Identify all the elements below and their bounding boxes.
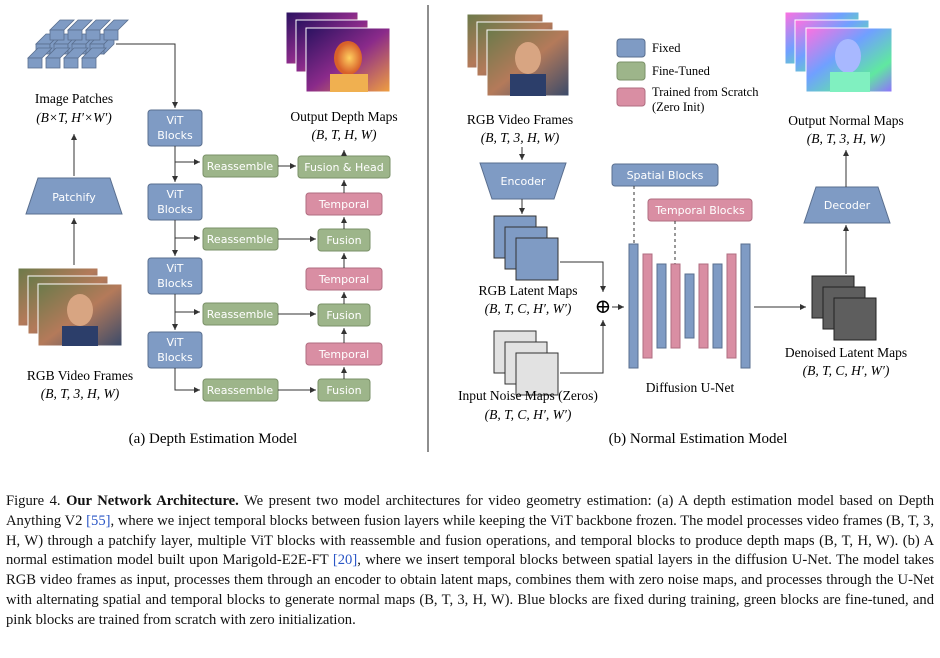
svg-text:Fusion: Fusion	[326, 384, 361, 397]
svg-text:Blocks: Blocks	[157, 129, 193, 142]
noise-label: Input Noise Maps (Zeros)	[458, 388, 598, 403]
svg-text:ViT: ViT	[166, 188, 183, 201]
vit-block-1: ViT Blocks	[147, 109, 203, 147]
temporal-block-3: Temporal	[305, 342, 383, 366]
patchify-block	[25, 177, 123, 215]
rgb-frames-shape: (B, T, 3, H, W)	[41, 386, 120, 401]
svg-text:Blocks: Blocks	[157, 351, 193, 364]
image-patches-shape: (B×T, H′×W′)	[36, 110, 112, 125]
reassemble-block-1: Reassemble	[202, 154, 279, 178]
svg-text:ViT: ViT	[166, 262, 183, 275]
rgb-latent-stack	[493, 215, 559, 281]
encoder-label: Encoder	[501, 175, 546, 188]
legend-scratch-swatch	[616, 87, 646, 107]
output-normal-label: Output Normal Maps	[788, 113, 904, 128]
rgb-latent-shape: (B, T, C, H′, W′)	[485, 301, 572, 316]
output-depth-thumbnail	[285, 11, 391, 93]
arrow-patches-to-vit	[116, 43, 178, 108]
normal-panel-caption: (b) Normal Estimation Model	[609, 431, 788, 447]
svg-text:ViT: ViT	[166, 336, 183, 349]
vit-block-3: ViT Blocks	[147, 257, 203, 295]
svg-text:Temporal: Temporal	[318, 348, 369, 361]
legend: Fixed Fine-Tuned Trained from Scratch (Z…	[616, 38, 759, 114]
image-patches-label: Image Patches	[35, 91, 113, 106]
svg-text:Temporal: Temporal	[318, 198, 369, 211]
fusion-head-block: Fusion & Head	[297, 155, 391, 179]
rgb-latent-label: RGB Latent Maps	[479, 283, 578, 298]
temporal-block-1: Temporal	[305, 192, 383, 216]
caption-text-2: , where we inject temporal blocks betwee…	[6, 512, 934, 569]
fusion-block-2: Fusion	[317, 303, 371, 327]
svg-text:Temporal Blocks: Temporal Blocks	[654, 204, 745, 217]
decoder-block	[803, 186, 891, 224]
legend-scratch-label-1: Trained from Scratch	[652, 85, 759, 99]
denoised-shape: (B, T, C, H′, W′)	[803, 363, 890, 378]
rgb-frames-thumbnail	[17, 267, 123, 347]
svg-text:Reassemble: Reassemble	[207, 160, 274, 173]
image-patches-icon	[27, 19, 129, 69]
svg-text:Fusion: Fusion	[326, 309, 361, 322]
noise-shape: (B, T, C, H′, W′)	[485, 407, 572, 422]
svg-text:Fusion: Fusion	[326, 234, 361, 247]
svg-text:Temporal: Temporal	[318, 273, 369, 286]
legend-fixed-label: Fixed	[652, 41, 681, 55]
fusion-block-3: Fusion	[317, 378, 371, 402]
svg-text:ViT: ViT	[166, 114, 183, 127]
citation-link-55[interactable]: [55]	[86, 512, 111, 529]
depth-panel-caption: (a) Depth Estimation Model	[129, 431, 298, 447]
output-depth-shape: (B, T, H, W)	[312, 127, 377, 142]
citation-link-20[interactable]: [20]	[332, 552, 358, 569]
figure-caption: Figure 4. Our Network Architecture. We p…	[6, 492, 934, 631]
reassemble-block-2: Reassemble	[202, 227, 279, 251]
rgb-frames-shape-b: (B, T, 3, H, W)	[481, 130, 560, 145]
rgb-frames-thumbnail-b	[466, 13, 570, 97]
reassemble-block-3: Reassemble	[202, 302, 279, 326]
unet-diagram	[628, 243, 751, 369]
legend-finetuned-swatch	[616, 61, 646, 81]
svg-text:Blocks: Blocks	[157, 277, 193, 290]
unet-label: Diffusion U-Net	[646, 380, 735, 395]
spatial-blocks-tag: Spatial Blocks	[611, 163, 719, 187]
svg-text:Reassemble: Reassemble	[207, 308, 274, 321]
svg-text:Reassemble: Reassemble	[207, 384, 274, 397]
rgb-frames-label-b: RGB Video Frames	[467, 112, 573, 127]
decoder-label: Decoder	[824, 199, 871, 212]
vit-block-4: ViT Blocks	[147, 331, 203, 369]
output-normal-shape: (B, T, 3, H, W)	[807, 131, 886, 146]
noise-stack	[493, 330, 559, 396]
patchify-label: Patchify	[52, 191, 96, 204]
legend-finetuned-label: Fine-Tuned	[652, 64, 711, 78]
caption-text-3: , where we insert temporal blocks betwee…	[6, 552, 934, 628]
caption-title: Our Network Architecture.	[66, 493, 239, 509]
legend-scratch-label-2: (Zero Init)	[652, 100, 704, 114]
fusion-block-1: Fusion	[317, 228, 371, 252]
svg-text:Reassemble: Reassemble	[207, 233, 274, 246]
figure-number: Figure 4.	[6, 493, 61, 509]
legend-fixed-swatch	[616, 38, 646, 58]
svg-text:Blocks: Blocks	[157, 203, 193, 216]
temporal-block-2: Temporal	[305, 267, 383, 291]
reassemble-block-4: Reassemble	[202, 378, 279, 402]
architecture-figure: Image Patches (B×T, H′×W′) Patchify RGB …	[17, 5, 907, 452]
plus-icon: ⊕	[595, 296, 612, 318]
svg-text:Spatial Blocks: Spatial Blocks	[627, 169, 704, 182]
svg-text:Fusion & Head: Fusion & Head	[304, 161, 384, 174]
rgb-frames-label: RGB Video Frames	[27, 368, 133, 383]
caption-text-1: We present two model architectures for v…	[6, 493, 935, 529]
denoised-stack	[811, 275, 877, 341]
output-depth-label: Output Depth Maps	[290, 109, 397, 124]
vit-block-2: ViT Blocks	[147, 183, 203, 221]
denoised-label: Denoised Latent Maps	[785, 345, 907, 360]
output-normal-thumbnail	[784, 11, 893, 93]
encoder-block	[479, 162, 567, 200]
temporal-blocks-tag: Temporal Blocks	[647, 198, 753, 222]
